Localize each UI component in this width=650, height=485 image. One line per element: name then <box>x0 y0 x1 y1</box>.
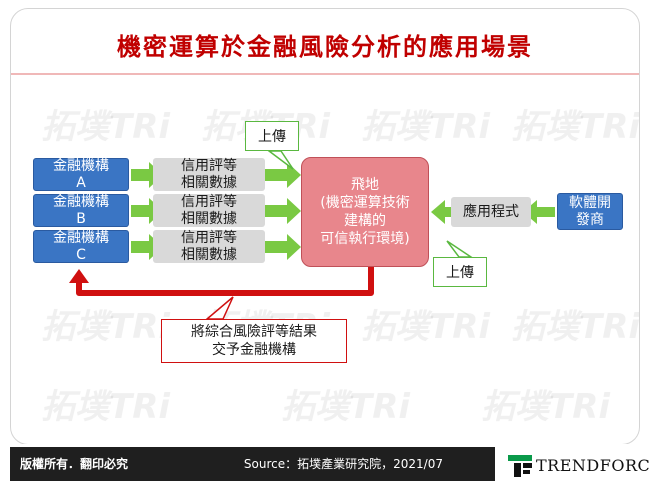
watermark: 拓墣TRi <box>41 307 171 347</box>
enclave-box: 飛地 (機密運算技術 建構的 可信執行環境) <box>301 157 429 267</box>
watermark: 拓墣TRi <box>41 387 171 427</box>
copyright-text: 版權所有．翻印必究 <box>20 457 129 471</box>
title-divider <box>11 73 639 75</box>
diagram-card: 拓墣TRi 拓墣TRi 拓墣TRi 拓墣TRi 拓墣TRi 拓墣TRi 拓墣TR… <box>10 8 640 445</box>
result-callout: 將綜合風險評等結果 交予金融機構 <box>161 319 347 363</box>
enclave-title: 飛地 <box>351 177 379 193</box>
callout-pointer-result <box>204 296 234 320</box>
callout-pointer-bottom <box>446 240 474 258</box>
watermark: 拓墣TRi <box>361 307 491 347</box>
app-box: 應用程式 <box>451 197 531 227</box>
data-box-b-line1: 信用評等 <box>181 193 237 210</box>
watermark: 拓墣TRi <box>511 307 640 347</box>
bank-a-letter: A <box>76 174 86 191</box>
developer-line1: 軟體開 <box>569 194 611 211</box>
data-box-a-line1: 信用評等 <box>181 157 237 174</box>
arrow-data-b <box>265 198 301 224</box>
bank-b-letter: B <box>76 210 86 227</box>
result-line2: 交予金融機構 <box>212 342 296 358</box>
arrow-data-a <box>265 162 301 188</box>
data-box-c-line2: 相關數據 <box>181 246 237 263</box>
watermark: 拓墣TRi <box>511 107 640 147</box>
enclave-desc-1: (機密運算技術 <box>320 195 410 211</box>
upload-callout-bottom: 上傳 <box>433 257 487 287</box>
footer-bar: 版權所有．翻印必究 Source：拓墣產業研究院，2021/07 <box>10 447 495 481</box>
upload-callout-top: 上傳 <box>245 121 299 151</box>
bank-c-letter: C <box>76 246 86 263</box>
upload-bottom-label: 上傳 <box>446 265 474 281</box>
upload-top-label: 上傳 <box>258 129 286 145</box>
trendforce-logo-text: TRENDFORCE <box>536 455 650 475</box>
enclave-desc-2: 建構的 <box>344 213 386 229</box>
arrow-result-return <box>69 267 374 296</box>
enclave-desc-3: 可信執行環境) <box>320 231 410 247</box>
bank-b-name: 金融機構 <box>53 193 109 210</box>
trendforce-logo-icon <box>508 453 532 477</box>
trendforce-logo: TRENDFORCE <box>508 450 650 480</box>
page-title: 機密運算於金融風險分析的應用場景 <box>117 32 533 61</box>
callout-pointer-top <box>266 150 294 170</box>
arrow-data-c <box>265 234 301 260</box>
bank-a-name: 金融機構 <box>53 157 109 174</box>
app-label: 應用程式 <box>463 203 519 220</box>
data-box-c-line1: 信用評等 <box>181 229 237 246</box>
watermark: 拓墣TRi <box>481 387 611 427</box>
data-box-b-line2: 相關數據 <box>181 210 237 227</box>
result-line1: 將綜合風險評等結果 <box>191 324 317 340</box>
flow-arrows <box>69 150 555 320</box>
source-text: Source：拓墣產業研究院，2021/07 <box>243 457 443 471</box>
data-box-b: 信用評等相關數據 <box>153 194 265 227</box>
data-box-c: 信用評等相關數據 <box>153 230 265 263</box>
watermark: 拓墣TRi <box>361 107 491 147</box>
bank-c-name: 金融機構 <box>53 229 109 246</box>
watermark: 拓墣TRi <box>41 107 171 147</box>
developer-box: 軟體開發商 <box>557 193 623 230</box>
watermark: 拓墣TRi <box>281 387 411 427</box>
data-box-a-line2: 相關數據 <box>181 174 237 191</box>
developer-line2: 發商 <box>576 211 604 228</box>
data-box-a: 信用評等相關數據 <box>153 158 265 191</box>
footer: 版權所有．翻印必究 Source：拓墣產業研究院，2021/07 TRENDFO… <box>0 444 650 485</box>
